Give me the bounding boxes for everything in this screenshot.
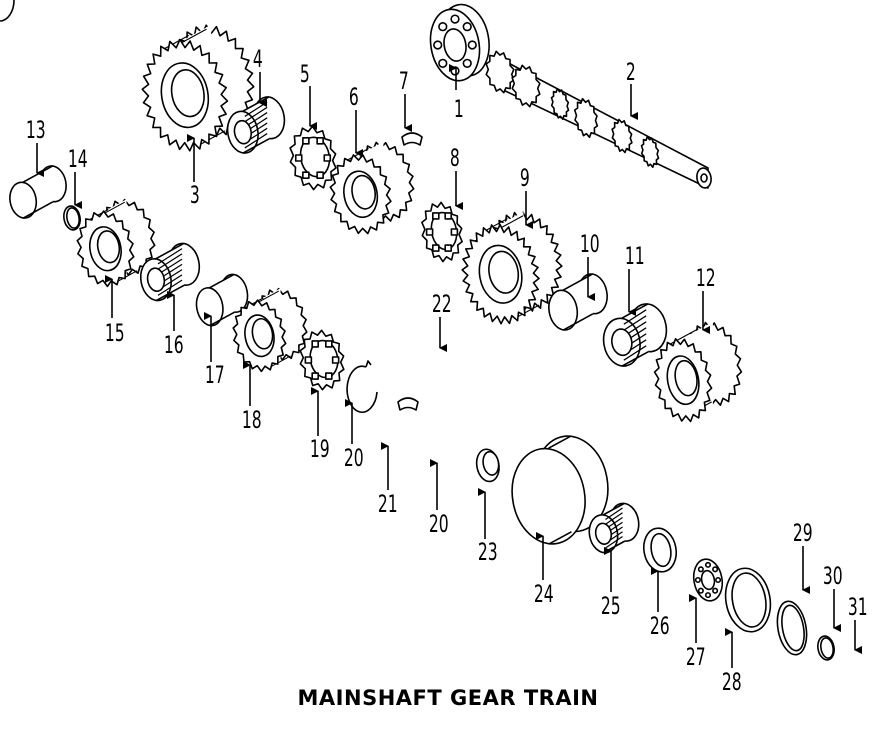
part-19-synchronizer-ring [299,329,345,391]
part-25-sleeve-collar [511,435,609,545]
callout-31: 31 [847,593,868,621]
callout-3: 3 [189,181,200,209]
callout-16: 16 [163,331,184,359]
callout-8: 8 [449,144,460,172]
part-31-ring [817,635,835,661]
part-29-ring [724,567,772,633]
callout-18: 18 [241,406,262,434]
part-15-gear [76,198,156,288]
part-14-ring [63,205,81,231]
callout-2: 2 [625,58,636,86]
part-28-ball-bearing [0,0,724,602]
callout-9: 9 [519,164,530,192]
callout-19: 19 [309,435,330,463]
part-11-needle-bearing [602,303,668,367]
part-2-mainshaft [485,50,712,189]
part-6-gear [329,141,415,235]
callout-29: 29 [792,519,813,547]
callout-15: 15 [104,319,125,347]
callout-17: 17 [204,361,225,389]
callout-13: 13 [25,116,46,144]
callout-23: 23 [477,538,498,566]
callout-5: 5 [299,60,310,88]
callout-30: 30 [822,562,843,590]
part-22-shifting-key [397,397,419,411]
part-18-gear [232,287,308,373]
part-1-ball-bearing [429,3,490,82]
callout-12: 12 [695,264,716,292]
part-26-needle-bearing [588,502,640,554]
callout-27: 27 [685,643,706,671]
part-16-needle-bearing [139,242,201,302]
part-13-sleeve-collar [9,165,67,219]
callout-22: 22 [431,290,452,318]
callout-21: 21 [377,490,398,518]
diagram-caption: MAINSHAFT GEAR TRAIN [297,686,599,710]
callout-4: 4 [252,45,263,73]
callout-14: 14 [67,145,88,173]
callout-26: 26 [649,612,670,640]
part-17-sleeve-collar [195,273,249,327]
callout-25: 25 [600,592,621,620]
callout-1: 1 [453,95,464,123]
callout-11: 11 [624,242,645,270]
callout-20: 20 [343,444,364,472]
part-8-synchronizer-ring [421,201,463,263]
callout-7: 7 [398,67,409,95]
callout-24: 24 [533,580,554,608]
part-9-gear [461,211,563,325]
callout-20-b: 20 [428,510,449,538]
part-3-gear [141,24,255,152]
part-7-shifting-key [401,132,423,146]
callout-6: 6 [348,83,359,111]
part-24-gear [475,430,501,494]
part-5-synchronizer-ring [289,125,337,191]
callout-10: 10 [579,230,600,258]
part-30-ring [776,600,808,656]
part-12-gear [653,321,743,423]
callout-28: 28 [721,668,742,696]
part-27-thrust-washer [642,527,678,573]
part-4-needle-bearing [226,96,286,154]
